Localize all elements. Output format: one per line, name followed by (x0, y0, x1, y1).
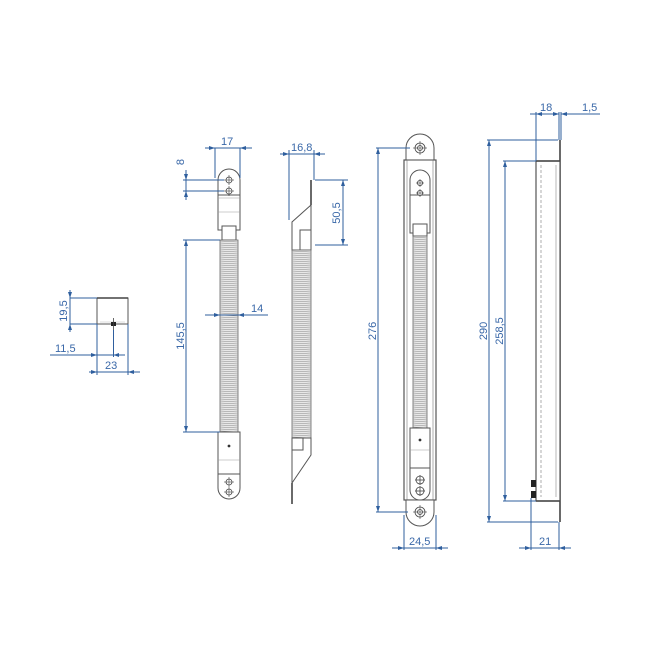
hole-spacing-label: 8 (175, 159, 187, 165)
top-width-label: 18 (540, 102, 552, 114)
end-cap-width-label: 23 (105, 360, 117, 372)
bottom-width-label: 21 (539, 536, 551, 548)
total-length-label: 276 (367, 322, 379, 340)
screw-head-icon (531, 480, 536, 487)
end-cap-view: 19,5 11,5 23 (50, 290, 140, 375)
spring-diameter-label: 14 (251, 303, 263, 315)
spring-length-label: 145,5 (175, 322, 187, 350)
end-cap-offset-label: 11,5 (55, 343, 76, 355)
bracket-height-label: 50,5 (331, 202, 343, 223)
side-spring-coils (291, 250, 312, 439)
screw-head-icon (531, 491, 536, 498)
assembled-side-view: 18 1,5 290 258,5 21 (478, 102, 600, 550)
assembled-width-label: 24,5 (409, 536, 430, 548)
side-width-label: 16,8 (291, 142, 312, 154)
side-view: 16,8 50,5 (280, 142, 348, 504)
spring-coils (219, 240, 239, 433)
side-housing (535, 160, 561, 502)
end-cap-body (96, 297, 129, 325)
front-width-label: 17 (221, 136, 233, 148)
assembled-spring-coils (412, 236, 428, 429)
front-view: 17 8 145,5 14 (175, 136, 268, 500)
side-total-length-label: 290 (478, 322, 490, 340)
end-cap-height-label: 19,5 (58, 300, 70, 321)
assembled-front-view: 276 24,5 (367, 133, 448, 550)
body-length-label: 258,5 (494, 317, 506, 345)
flange-thickness-label: 1,5 (582, 102, 597, 114)
